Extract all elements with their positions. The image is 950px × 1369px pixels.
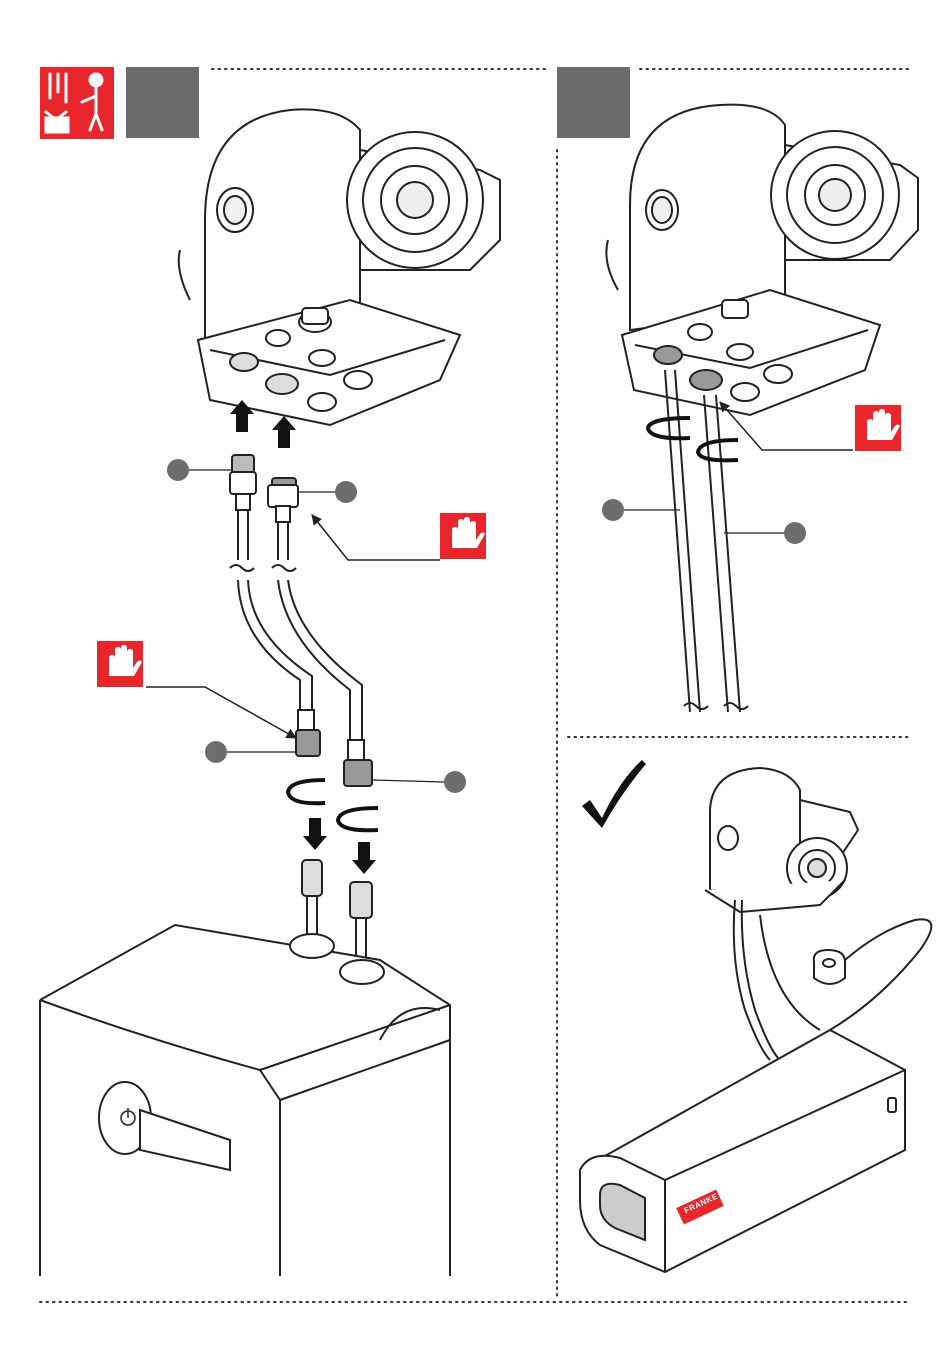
boiler-unit (40, 925, 450, 1276)
tap-module-left (179, 109, 500, 425)
rotate-arrows-right (648, 418, 738, 460)
hoses-right (665, 370, 748, 712)
rotate-arrows-left (288, 780, 378, 830)
step-box-left (126, 67, 199, 138)
stop-hand-icon (97, 641, 143, 687)
cable-clip (814, 950, 845, 984)
stop-hand-icon (440, 513, 486, 559)
step-box-right (557, 67, 630, 138)
callout-dots-right (602, 499, 806, 544)
tap-module-right (606, 105, 918, 415)
hoses-left (230, 510, 362, 740)
power-supply-box (580, 1030, 905, 1272)
callout-lines-right (624, 510, 784, 533)
tools-installer-icon (40, 67, 114, 139)
fittings-left-top (230, 455, 298, 522)
fittings-left-bottom (296, 710, 372, 786)
tap-module-installed (705, 768, 858, 912)
checkmark-icon (582, 760, 646, 828)
stop-hand-icon (855, 405, 901, 451)
